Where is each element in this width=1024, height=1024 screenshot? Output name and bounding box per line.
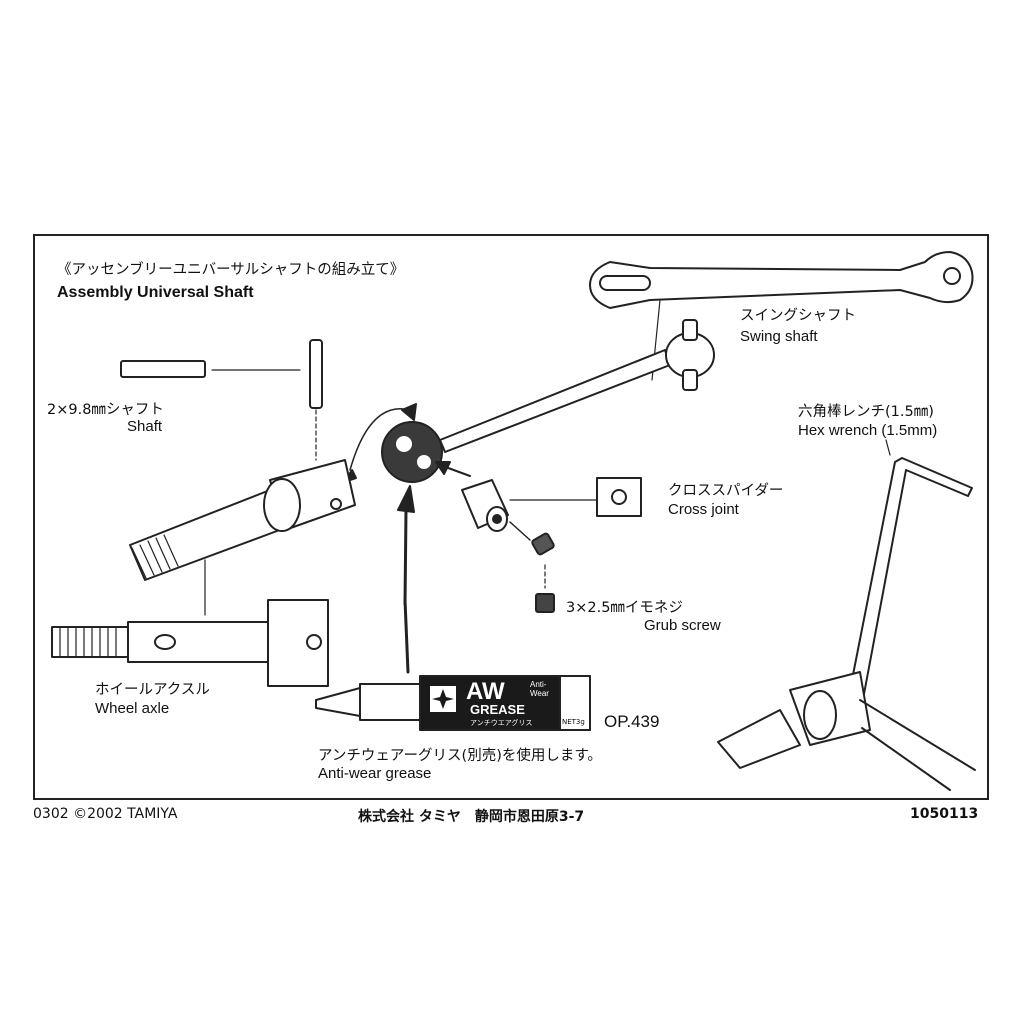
hex-wrench-label-ja: 六角棒レンチ(1.5㎜) bbox=[798, 404, 934, 420]
star-logo-icon bbox=[428, 684, 458, 714]
title-english: Assembly Universal Shaft bbox=[57, 284, 254, 301]
cross-joint-label-en: Cross joint bbox=[668, 501, 739, 518]
shaft-label-ja: 2×9.8㎜シャフト bbox=[47, 402, 164, 418]
swing-shaft-label-ja: スイングシャフト bbox=[740, 308, 856, 324]
cross-joint-label-ja: クロススパイダー bbox=[668, 483, 784, 499]
swing-shaft-part bbox=[589, 251, 974, 381]
hex-wrench-label-en: Hex wrench (1.5mm) bbox=[798, 422, 938, 439]
footer-copyright: 0302 ©2002 TAMIYA bbox=[33, 806, 178, 822]
pin-shaft-part bbox=[120, 339, 323, 461]
footer-company: 株式会社 タミヤ 静岡市恩田原3-7 bbox=[358, 809, 585, 825]
tube-brand: AW bbox=[466, 678, 505, 705]
footer-code: 1050113 bbox=[910, 806, 979, 822]
grub-screw-label-ja: 3×2.5㎜イモネジ bbox=[566, 600, 683, 616]
cross-ball-part bbox=[343, 403, 443, 483]
shaft-label-en: Shaft bbox=[127, 418, 163, 435]
tube-net: NET3g bbox=[562, 718, 585, 726]
grease-label-ja: アンチウェアーグリス(別売)を使用します。 bbox=[318, 748, 602, 764]
swing-shaft-label-en: Swing shaft bbox=[740, 328, 818, 345]
grease-code: OP.439 bbox=[604, 712, 660, 731]
title-japanese: 《アッセンブリーユニバーサルシャフトの組み立て》 bbox=[57, 262, 405, 278]
diagram-frame bbox=[33, 234, 989, 800]
wheel-axle-label-en: Wheel axle bbox=[95, 700, 170, 717]
tube-word: GREASE bbox=[470, 702, 525, 717]
hex-wrench-inset bbox=[717, 439, 976, 791]
wheel-axle-label-ja: ホイールアクスル bbox=[95, 682, 210, 698]
grub-screw-label-en: Grub screw bbox=[644, 617, 721, 634]
tube-sub: Anti-Wear bbox=[530, 680, 549, 698]
grease-label-en: Anti-wear grease bbox=[318, 765, 432, 782]
tube-ja: アンチウエアグリス bbox=[470, 719, 533, 727]
wheel-axle-part bbox=[51, 599, 329, 687]
main-shaft-part bbox=[439, 319, 715, 453]
cross-joint-part bbox=[435, 461, 642, 613]
axle-assembly-part bbox=[129, 459, 356, 616]
